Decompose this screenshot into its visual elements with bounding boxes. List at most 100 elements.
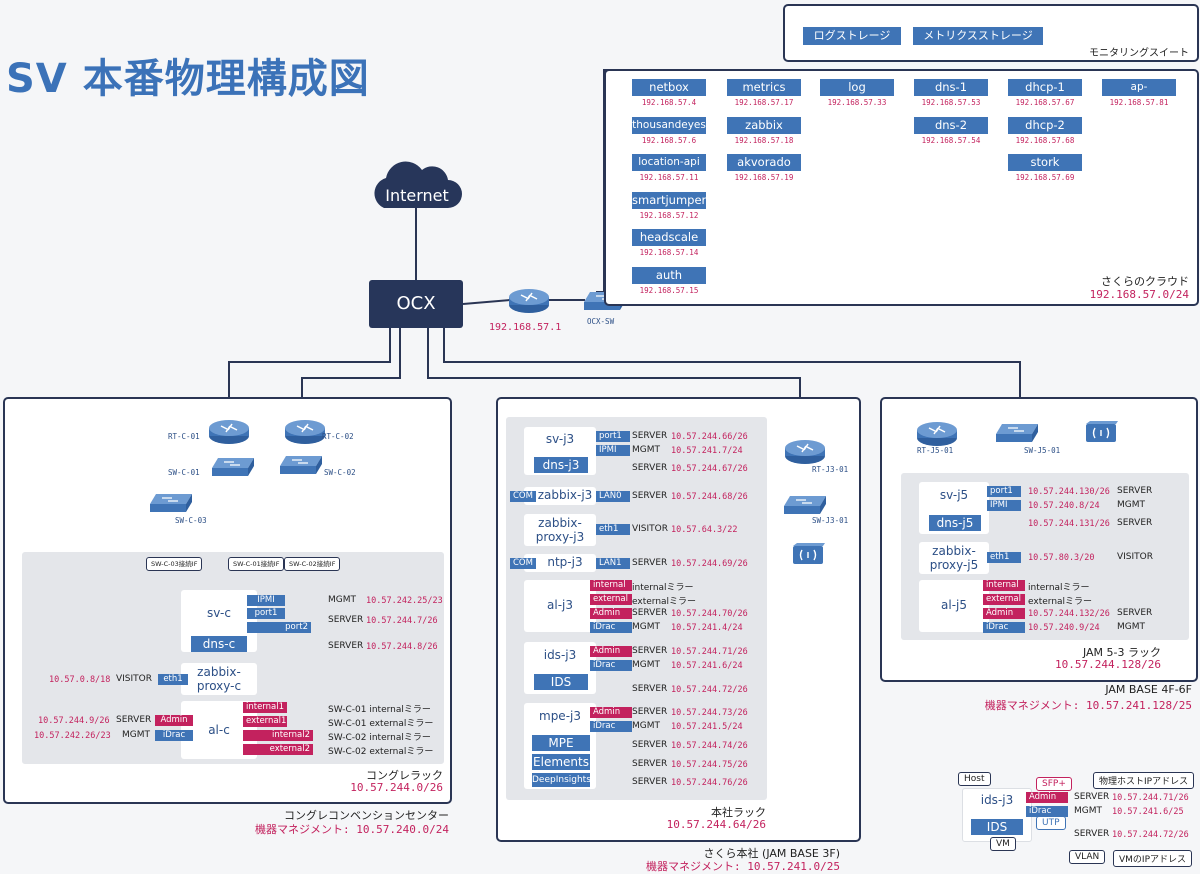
row-label: SERVER [1117,608,1153,618]
host-name: al-c [208,723,230,737]
legend-sfp-callout: SFP+ [1036,777,1072,791]
row-label: SERVER [632,463,668,473]
row-ip: 10.57.244.130/26 [1028,487,1110,497]
cloud-service-ip: 192.168.57.15 [639,286,699,295]
row-ip: 10.57.244.72/26 [671,685,748,695]
host-name: zabbix-j3 [537,488,593,502]
host-name: sv-j5 [939,488,969,502]
vm-deepinsights: DeepInsights [532,773,591,787]
admin-port: Admin [590,646,632,657]
cloud-service-ip: 192.168.57.4 [641,98,697,107]
cloud-service-ip: 192.168.57.18 [734,135,794,145]
row-ip: 10.57.244.66/26 [671,432,748,442]
internal1-port: internal1 [243,702,287,713]
row-label: SERVER [632,431,668,441]
cloud-service-log: log [820,79,894,96]
com-port: COM [510,491,536,502]
idrac-port: iDrac [590,622,632,633]
legend-utp-callout: UTP [1036,816,1066,830]
rt-c-01-label: RT-C-01 [168,432,200,441]
external-port: external [590,594,632,605]
ipmi-port: IPMI [247,595,285,606]
legend-vm-ip-callout: VMのIPアドレス [1113,850,1193,867]
cloud-service-ip: 192.168.57.67 [1015,98,1075,107]
row-ip: 10.57.240.9/24 [1028,623,1100,633]
row-label: MGMT [632,622,661,632]
zabbix-proxy-j3-card: zabbix- proxy-j3 [524,514,596,546]
al-j3-card: al-j3 [524,580,596,632]
cloud-service-ip: 192.168.57.81 [1109,98,1169,107]
external-port: external [983,594,1025,605]
visitor-ip: 10.57.0.8/18 [49,675,111,685]
legend-row-ip: 10.57.241.6/25 [1112,807,1184,817]
admin-port: Admin [155,715,193,726]
sw-j3-01-label: SW-J3-01 [812,516,849,525]
jam5-site-mgmt: 機器マネジメント: 10.57.241.128/25 [984,699,1192,712]
cloud-service-ap-monitoring: ap-monitoring [1102,79,1176,110]
port1: port1 [987,486,1021,497]
lan1-port: LAN1 [596,558,630,569]
row-ip: 10.57.240.8/24 [1028,501,1100,511]
row-label: SERVER [632,608,668,618]
honsha-site-label: さくら本社 (JAM BASE 3F) [703,847,840,860]
visitor-label: VISITOR [116,674,153,684]
internet-label: Internet [385,186,449,205]
jam5-rack-ip: 10.57.244.128/26 [1055,658,1161,671]
switch-icon [150,494,192,512]
server-ip: 10.57.244.9/26 [38,716,110,726]
row-label: SERVER [632,777,668,787]
access-point-icon [1086,421,1118,442]
server-label: SERVER [328,641,364,651]
mgmt-label: MGMT [122,730,151,740]
row-label: MGMT [1117,622,1146,632]
legend-row-label: MGMT [1074,806,1103,816]
host-name: ntp-j3 [547,555,583,569]
row-ip: 10.57.244.69/26 [671,559,748,569]
row-label: externalミラー [632,597,697,607]
cloud-service-ip: 192.168.57.14 [639,248,699,258]
mgmt-label: MGMT [328,595,357,605]
row-label: SERVER [632,684,668,694]
vm-dns-j3: dns-j3 [534,457,588,473]
legend-row-label: SERVER [1074,829,1110,839]
legend-admin-port: Admin [1026,792,1068,803]
cloud-service-ip: 192.168.57.12 [639,210,699,220]
row-ip: 10.57.244.67/26 [671,464,748,474]
row-ip: 10.57.64.3/22 [671,525,738,535]
idrac-port: iDrac [983,622,1025,633]
cloud-service-ip: 192.168.57.11 [639,173,699,183]
row-ip: 10.57.244.76/26 [671,778,748,788]
host-name: al-j5 [941,598,967,612]
row-label: SERVER [632,491,668,501]
row-ip: 10.57.241.7/24 [671,446,743,456]
vm-elements: Elements [532,754,590,770]
mirror-label: SW-C-01 internalミラー [328,705,431,715]
zabbix-proxy-c-card: zabbix- proxy-c [181,663,257,695]
row-ip: 10.57.244.70/26 [671,609,748,619]
host-name: zabbix- proxy-c [196,665,242,693]
host-name: al-j3 [547,598,573,612]
host-name: ids-j3 [543,648,577,662]
zabbix-proxy-j5-card: zabbix- proxy-j5 [919,542,989,574]
cloud-service-smartjumper: smartjumper [632,191,707,209]
cloud-service-akvorado: akvorado [727,154,801,172]
mpe-j3-card: mpe-j3 MPE Elements DeepInsights [524,703,596,789]
congre-site-label: コングレコンベンションセンター [284,809,449,822]
row-ip: 10.57.241.6/24 [671,661,743,671]
ids-j3-card: ids-j3 IDS [524,642,596,694]
port1: port1 [596,431,630,442]
monitoring-suite-label: モニタリングスイート [1089,48,1189,59]
router-ip: 192.168.57.1 [489,322,562,333]
jam5-rack-label: JAM 5-3 ラック [1082,646,1161,659]
router-icon [785,440,825,464]
rt-j5-01-label: RT-J5-01 [917,446,954,455]
row-ip: 10.57.241.5/24 [671,722,743,732]
row-label: internalミラー [632,583,694,593]
row-label: MGMT [1117,500,1146,510]
row-ip: 10.57.244.131/26 [1028,519,1110,529]
vm-dns-j5: dns-j5 [929,515,981,531]
honsha-rack-label: 本社ラック [711,806,766,819]
row-label: MGMT [632,660,661,670]
row-label: SERVER [632,646,668,656]
honsha-rack-ip: 10.57.244.64/26 [666,818,766,831]
